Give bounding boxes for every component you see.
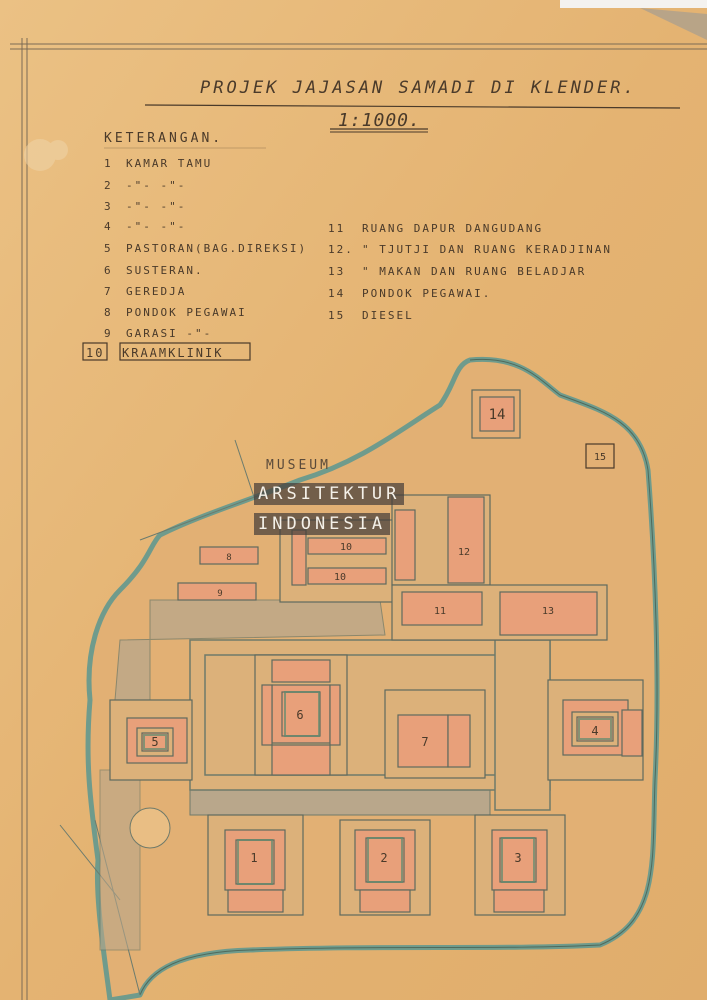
- watermark-museum: MUSEUM: [266, 458, 331, 473]
- legend-item-12: 12." TJUTJI DAN RUANG KERADJINAN: [328, 243, 613, 256]
- legend-item-3: 3-"- -"-: [104, 200, 187, 213]
- paper-shadow: [640, 8, 707, 40]
- plan-label-10b: 10: [334, 572, 346, 583]
- paper-stains: [24, 139, 68, 171]
- site-boundary-inner: [139, 358, 658, 996]
- plan-label-6: 6: [296, 708, 303, 722]
- paper-edge: [560, 0, 707, 8]
- plan-labels: 1 2 3 4 5 6 7 8 9 10 10 11 12 13 14 15: [151, 407, 606, 865]
- plan-label-10a: 10: [340, 542, 352, 553]
- plan-label-4: 4: [591, 724, 598, 738]
- plan-label-9: 9: [217, 589, 222, 599]
- legend-item-4: 4-"- -"-: [104, 220, 187, 233]
- watermark-arsitektur: ARSITEKTUR: [254, 483, 405, 505]
- plan-label-2: 2: [380, 851, 387, 865]
- plan-label-7: 7: [421, 735, 428, 749]
- plan-label-11: 11: [434, 606, 446, 617]
- plan-label-8: 8: [226, 553, 231, 563]
- plan-label-14: 14: [489, 407, 506, 423]
- title-underlines: [104, 104, 681, 149]
- building-shading: [143, 691, 612, 885]
- courtyard-outlines: [189, 639, 551, 811]
- watermark-indonesia: INDONESIA: [254, 513, 391, 535]
- legend-item-2: 2-"- -"-: [104, 179, 187, 192]
- frame-lines: [10, 38, 707, 1000]
- scale-label: 1:1000.: [338, 110, 421, 131]
- plan-label-13: 13: [542, 606, 554, 617]
- legend-heading: KETERANGAN.: [104, 131, 224, 146]
- diesel-marker: [585, 443, 615, 469]
- plan-label-1: 1: [250, 851, 257, 865]
- legend-item-13: 13" MAKAN DAN RUANG BELADJAR: [328, 265, 587, 278]
- plan-label-12: 12: [458, 547, 470, 558]
- legend-10-label-box: [119, 342, 251, 361]
- page-title: PROJEK JAJASAN SAMADI DI KLENDER.: [200, 78, 637, 98]
- plan-label-5: 5: [151, 735, 158, 749]
- plan-label-15: 15: [594, 452, 606, 463]
- legend-10-box: [82, 342, 108, 361]
- round-garden: [129, 807, 171, 849]
- plan-label-3: 3: [514, 851, 521, 865]
